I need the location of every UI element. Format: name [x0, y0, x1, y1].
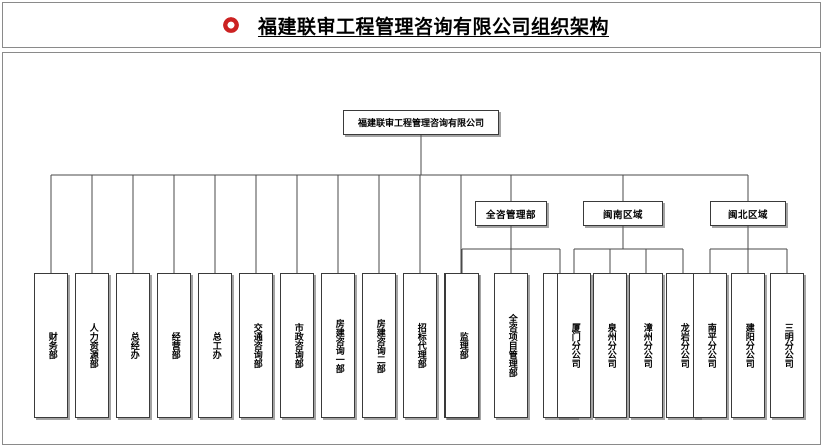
- node-bidding-agency-dept: 招标代理部: [403, 273, 437, 418]
- node-label: 交通咨询部: [251, 323, 262, 368]
- node-label: 总工办: [210, 332, 221, 359]
- org-chart-canvas: 福建联审工程管理咨询有限公司 财务部 人力资源部 总经办 经营部 总工办 交通咨…: [3, 53, 822, 444]
- node-building-consulting-dept-1: 房建咨询一部: [321, 273, 355, 418]
- node-building-consulting-dept-2: 房建咨询二部: [362, 273, 396, 418]
- node-chief-engineer-office: 总工办: [198, 273, 232, 418]
- node-full-consulting-management-dept: 全咨管理部: [475, 201, 547, 226]
- page-title-text: 福建联审工程管理咨询有限公司组织架构: [257, 15, 609, 38]
- header-inner: 福建联审工程管理咨询有限公司组织架构: [3, 3, 822, 47]
- node-root: 福建联审工程管理咨询有限公司: [343, 110, 499, 135]
- node-label: 闽南区域: [602, 209, 643, 221]
- node-label: 漳州分公司: [641, 323, 652, 368]
- node-operations-dept: 经营部: [157, 273, 191, 418]
- node-label: 房建咨询二部: [374, 318, 385, 373]
- node-full-consulting-project-management-dept: 全咨项目管理部: [494, 273, 528, 418]
- page-title: 福建联审工程管理咨询有限公司组织架构: [258, 12, 609, 39]
- node-nanping-branch: 南平分公司: [693, 273, 727, 418]
- node-quanzhou-branch: 泉州分公司: [593, 273, 627, 418]
- node-label: 闽北区域: [727, 209, 768, 221]
- node-label: 南平分公司: [705, 323, 716, 368]
- node-finance-dept: 财务部: [34, 273, 68, 418]
- node-general-manager-office: 总经办: [116, 273, 150, 418]
- node-label: 人力资源部: [87, 323, 98, 368]
- node-label: 厦门分公司: [569, 323, 580, 368]
- node-minnan-region: 闽南区域: [583, 201, 663, 226]
- node-hr-dept: 人力资源部: [75, 273, 109, 418]
- node-label: 监理部: [457, 332, 468, 359]
- node-root-label: 福建联审工程管理咨询有限公司: [357, 119, 484, 129]
- node-label: 财务部: [46, 332, 57, 359]
- node-label: 三明分公司: [782, 323, 793, 368]
- node-jianyang-branch: 建阳分公司: [731, 273, 765, 418]
- node-label: 全咨项目管理部: [506, 314, 517, 377]
- company-trefoil-logo-icon: [223, 17, 239, 33]
- node-label: 经营部: [169, 332, 180, 359]
- node-municipal-consulting-dept: 市政咨询部: [280, 273, 314, 418]
- node-sanming-branch: 三明分公司: [770, 273, 804, 418]
- node-label: 建阳分公司: [743, 323, 754, 368]
- header-frame: 福建联审工程管理咨询有限公司组织架构: [2, 2, 821, 48]
- node-zhangzhou-branch: 漳州分公司: [629, 273, 663, 418]
- node-label: 龙岩分公司: [678, 323, 689, 368]
- node-supervision-dept: 监理部: [445, 273, 479, 418]
- chart-frame: 福建联审工程管理咨询有限公司 财务部 人力资源部 总经办 经营部 总工办 交通咨…: [2, 52, 821, 445]
- node-xiamen-branch: 厦门分公司: [557, 273, 591, 418]
- node-label: 招标代理部: [415, 323, 426, 368]
- node-transport-consulting-dept: 交通咨询部: [239, 273, 273, 418]
- node-label: 全咨管理部: [485, 209, 536, 221]
- node-minbei-region: 闽北区域: [710, 201, 786, 226]
- node-label: 总经办: [128, 332, 139, 359]
- node-label: 房建咨询一部: [333, 318, 344, 373]
- connector-lines: [50, 135, 788, 273]
- node-label: 市政咨询部: [292, 323, 303, 368]
- node-label: 泉州分公司: [605, 323, 616, 368]
